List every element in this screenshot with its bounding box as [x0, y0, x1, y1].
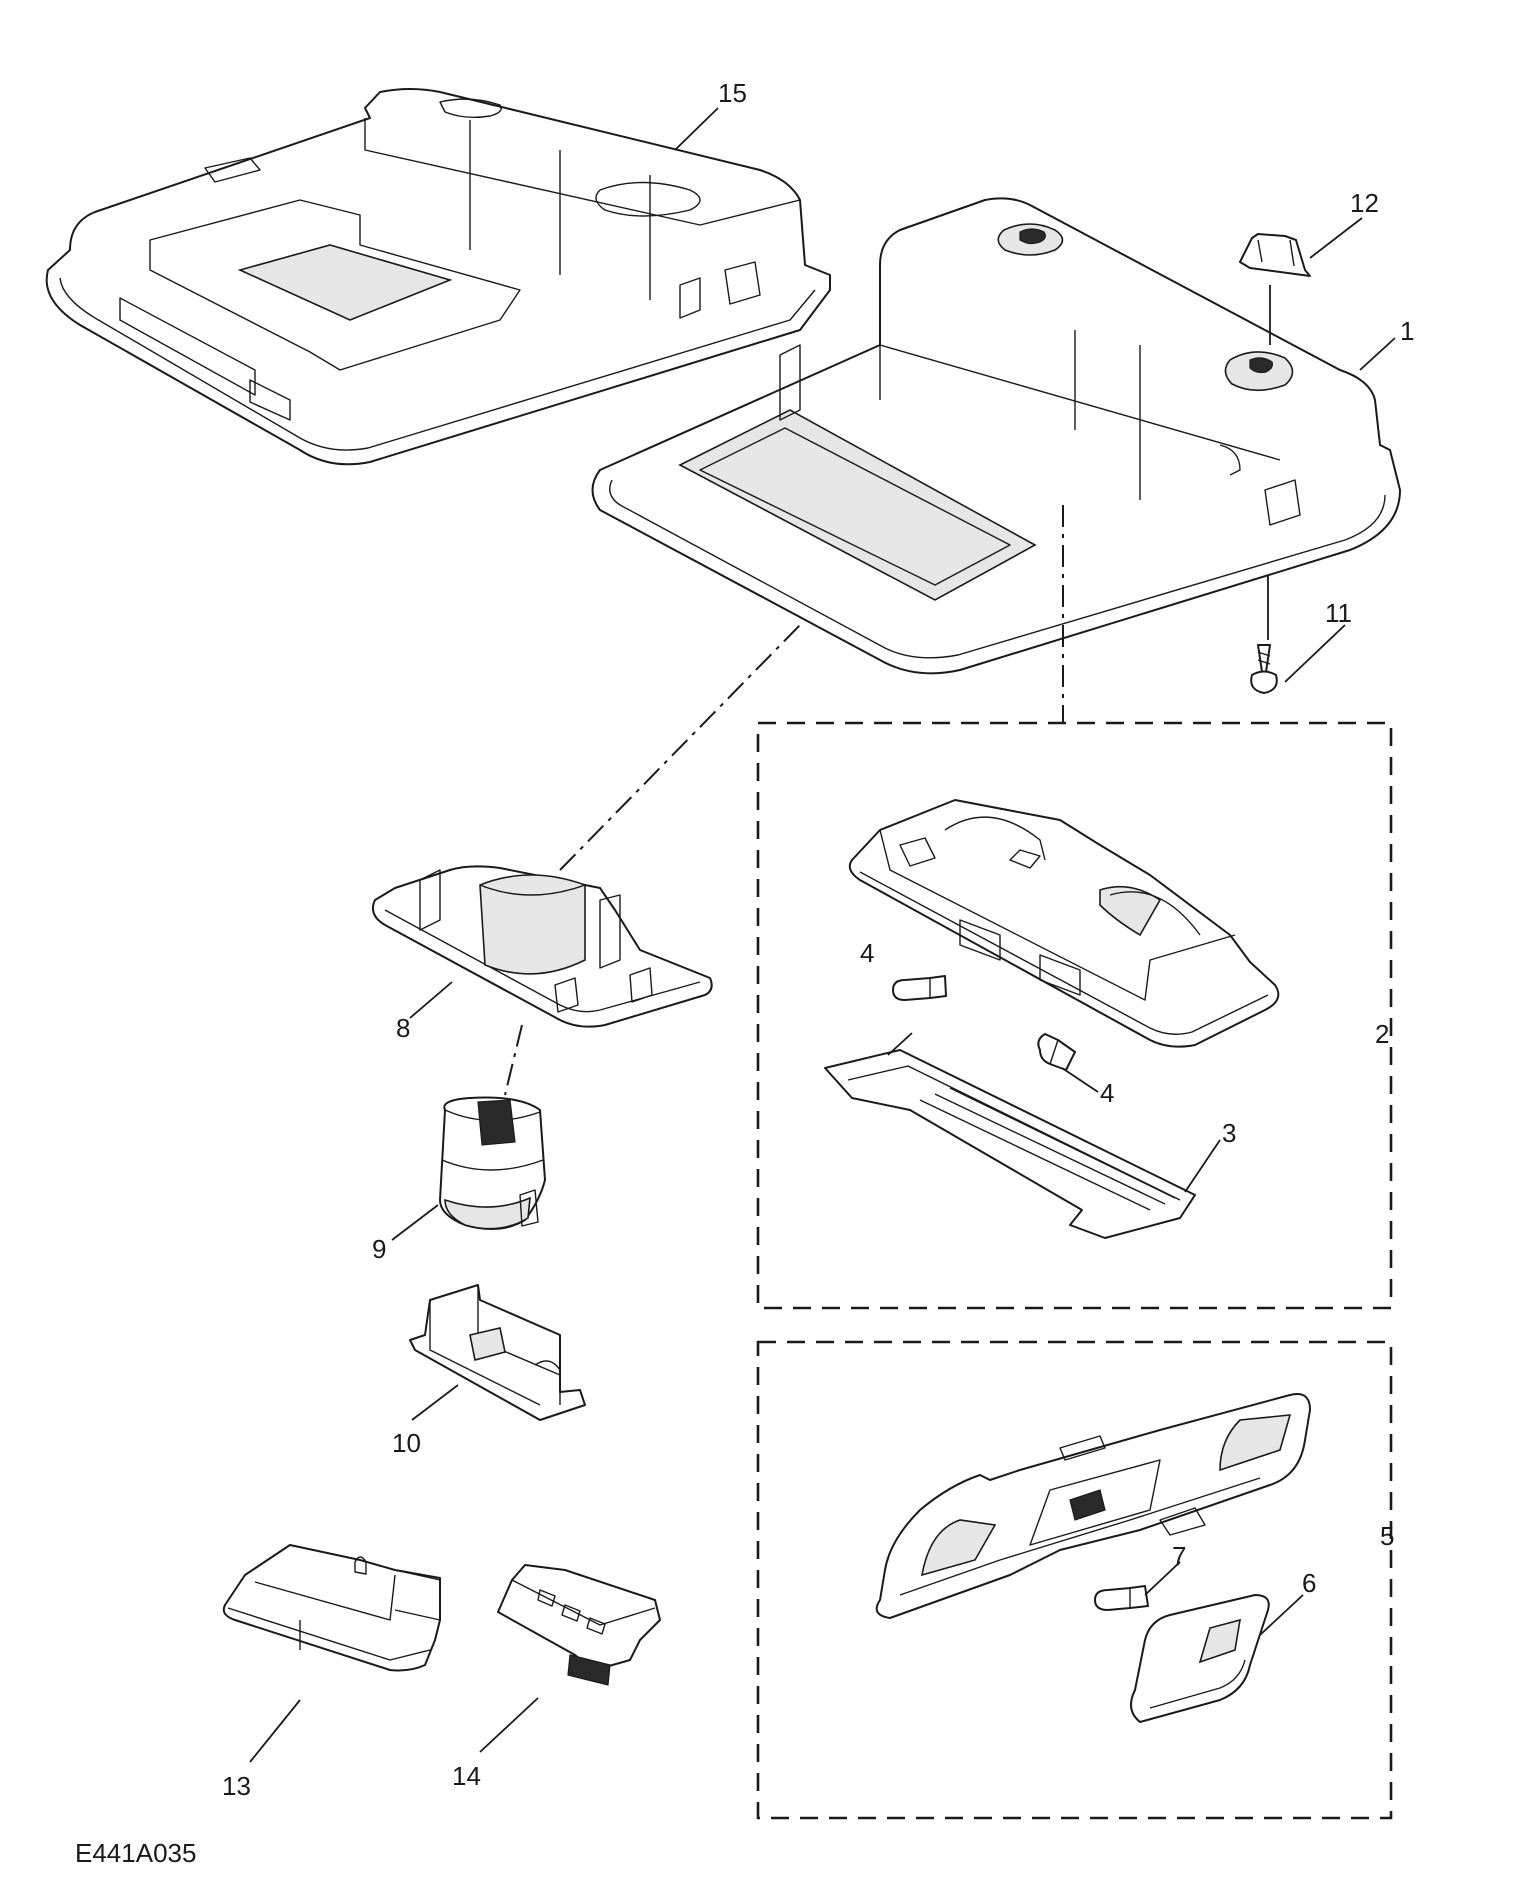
callout-5: 5 — [1380, 1521, 1394, 1551]
part-6-lens-cover — [1130, 1594, 1270, 1723]
part-10-lamp-housing — [409, 1284, 586, 1421]
part-3-lens — [824, 1049, 1196, 1239]
alignment-line-8 — [559, 624, 801, 871]
callout-1: 1 — [1400, 316, 1414, 346]
callout-11: 11 — [1325, 598, 1352, 628]
figure-reference: E441A035 — [75, 1838, 196, 1868]
callout-labels: 15 12 1 11 4 2 4 3 8 9 10 5 7 6 13 14 — [222, 78, 1414, 1801]
callout-15: 15 — [718, 78, 747, 108]
part-7-bulb — [1094, 1585, 1149, 1611]
part-13-lamp — [222, 1544, 441, 1672]
callout-6: 6 — [1302, 1568, 1316, 1598]
callout-4a: 4 — [860, 938, 874, 968]
callout-12: 12 — [1350, 188, 1379, 218]
callout-14: 14 — [452, 1761, 481, 1791]
part-15-overhead-console — [45, 88, 831, 466]
part-12-clip — [1239, 233, 1311, 277]
part-5-frame-assembly — [875, 1393, 1311, 1619]
alignment-line-9 — [504, 1024, 523, 1096]
callout-13: 13 — [222, 1771, 251, 1801]
part-14-switch-block — [497, 1564, 661, 1686]
part-4-bulb-upper — [892, 975, 947, 1001]
callout-9: 9 — [372, 1234, 386, 1264]
callout-4b: 4 — [1100, 1078, 1114, 1108]
part-4-bulb-lower — [1037, 1033, 1076, 1071]
callout-10: 10 — [392, 1428, 421, 1458]
part-1-console-trim — [591, 197, 1401, 675]
assembly-box-5 — [756, 1340, 1393, 1820]
leader-lines — [249, 107, 1396, 1763]
part-8-housing — [372, 865, 713, 1028]
callout-2: 2 — [1375, 1019, 1389, 1049]
callout-3: 3 — [1222, 1118, 1236, 1148]
callout-8: 8 — [396, 1013, 410, 1043]
part-9-module — [439, 1096, 546, 1230]
callout-7: 7 — [1172, 1541, 1186, 1571]
part-2-lamp-assembly — [848, 799, 1280, 1048]
part-11-screw — [1250, 644, 1278, 694]
